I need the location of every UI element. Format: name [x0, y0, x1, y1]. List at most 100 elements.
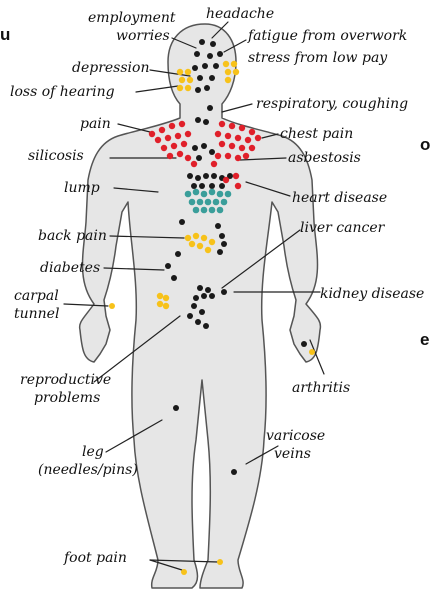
dot-chest-red	[235, 183, 241, 189]
label-headache: headache	[206, 6, 274, 22]
dot-ear-right	[225, 69, 231, 75]
dot-side	[215, 223, 221, 229]
label-chest-pain: chest pain	[280, 126, 353, 142]
dot-head	[210, 41, 216, 47]
dot-chest-red	[219, 141, 225, 147]
dot-wrist	[157, 293, 163, 299]
dot-heart-teal	[225, 191, 232, 198]
dot-kidney	[193, 295, 199, 301]
label-varicose-line2: veins	[274, 446, 311, 462]
dot-chest-red	[235, 155, 241, 161]
label-asbestosis: asbestosis	[288, 150, 361, 166]
dot-heart-teal	[201, 191, 208, 198]
dot-diabetes	[171, 275, 177, 281]
label-heart-disease: heart disease	[292, 190, 387, 206]
dot-chest-red	[169, 123, 175, 129]
edge-fragment-u: u	[0, 25, 10, 44]
label-reproductive-line1: reproductive	[20, 372, 111, 388]
label-pain: pain	[80, 116, 111, 132]
dot-head	[202, 63, 208, 69]
dot-kidney	[187, 313, 193, 319]
dot-upper-abdomen	[199, 183, 205, 189]
dot-diabetes	[165, 263, 171, 269]
dot-heart-teal	[189, 199, 196, 206]
dot-back	[201, 235, 207, 241]
dot-chest-red	[191, 161, 197, 167]
dot-chest-red	[149, 131, 155, 137]
dot-chest-red	[165, 135, 171, 141]
dot-chest	[209, 149, 215, 155]
dot-chest-red	[161, 145, 167, 151]
dot-chest-red	[159, 127, 165, 133]
dot-ear-left	[177, 69, 183, 75]
dot-chest-red	[223, 177, 229, 183]
dot-head	[195, 87, 201, 93]
dot-finger	[309, 349, 315, 355]
label-leg-line2: (needles/pins)	[38, 462, 138, 478]
label-carpal-line1: carpal	[14, 288, 59, 304]
label-respiratory: respiratory, coughing	[256, 96, 408, 112]
dot-upper-abdomen	[191, 183, 197, 189]
dot-kidney	[199, 309, 205, 315]
leader-respiratory	[222, 104, 252, 112]
label-kidney-disease: kidney disease	[320, 286, 424, 302]
dot-kidney	[221, 289, 227, 295]
dot-chest-red	[185, 155, 191, 161]
label-back-pain: back pain	[38, 228, 107, 244]
dot-liver	[219, 233, 225, 239]
dot-heart-teal	[221, 199, 228, 206]
dot-head	[197, 75, 203, 81]
dot-back	[197, 243, 203, 249]
dot-upper-abdomen	[187, 173, 193, 179]
dot-heart-teal	[185, 191, 192, 198]
dot-head	[199, 39, 205, 45]
dot-kidney	[201, 293, 207, 299]
dot-wrist	[163, 295, 169, 301]
edge-fragment-o: o	[420, 135, 430, 154]
dot-head	[204, 85, 210, 91]
dot-head	[194, 51, 200, 57]
dot-heart-teal	[197, 199, 204, 206]
dot-neck	[195, 117, 201, 123]
dot-ear-left	[185, 85, 191, 91]
edge-fragment-e: e	[420, 330, 429, 349]
dot-chest-red	[215, 131, 221, 137]
dot-head	[209, 75, 215, 81]
dot-chest-red	[255, 135, 261, 141]
dot-upper-abdomen	[203, 173, 209, 179]
dot-kidney	[191, 303, 197, 309]
dot-kidney	[197, 285, 203, 291]
dot-upper-abdomen	[211, 173, 217, 179]
dot-ear-left	[185, 69, 191, 75]
label-leg-line1: leg	[82, 444, 104, 460]
dot-chest-red	[235, 135, 241, 141]
dot-head	[192, 65, 198, 71]
dot-ear-left	[187, 77, 193, 83]
dot-side	[179, 219, 185, 225]
dot-ear-right	[233, 69, 239, 75]
dot-chest-red	[249, 129, 255, 135]
dot-kidney	[203, 323, 209, 329]
dot-varicose	[231, 469, 237, 475]
dot-ear-right	[223, 61, 229, 67]
dot-upper-abdomen	[209, 183, 215, 189]
label-employment-line2: worries	[116, 28, 170, 44]
dot-chest-red	[181, 141, 187, 147]
dot-heart-teal	[209, 207, 216, 214]
dot-chest-red	[185, 131, 191, 137]
dot-chest-red	[215, 153, 221, 159]
dot-heart-teal	[201, 207, 208, 214]
label-varicose-line1: varicose	[266, 428, 325, 444]
label-employment-line1: employment	[88, 10, 176, 26]
dot-neck	[203, 119, 209, 125]
dot-heart-teal	[205, 199, 212, 206]
dot-leg	[173, 405, 179, 411]
dot-chest-red	[219, 121, 225, 127]
dot-wrist	[163, 303, 169, 309]
dot-chest-red	[239, 145, 245, 151]
dot-chest-red	[225, 153, 231, 159]
dot-liver	[221, 241, 227, 247]
dot-chest-red	[171, 143, 177, 149]
label-foot-pain: foot pain	[63, 550, 127, 566]
